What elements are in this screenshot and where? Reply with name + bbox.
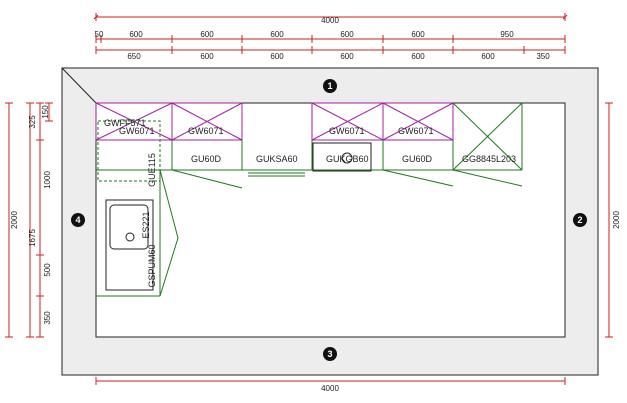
dim-top-r1-6: 600 (411, 30, 425, 39)
label-left-2: ES221 (141, 211, 151, 238)
hob-knob (341, 152, 353, 164)
svg-text:4: 4 (75, 215, 80, 225)
label-left-3: GSPUM60 (147, 244, 157, 287)
dim-top-r2-1: 650 (127, 52, 141, 61)
top-dimensions (93, 13, 568, 54)
label-wall-unit-3: GW6071 (188, 126, 224, 136)
label-wall-unit-4: GW6071 (329, 126, 365, 136)
label-base-3: GUKGB60 (326, 154, 369, 164)
svg-text:1: 1 (327, 81, 332, 91)
hob (312, 142, 372, 172)
dim-top-r2-3: 600 (270, 52, 284, 61)
dim-top-total: 4000 (321, 16, 339, 25)
dim-top-r2-6: 600 (481, 52, 495, 61)
label-left-1: GUE115 (147, 153, 157, 187)
dim-left-mid: 1675 (28, 229, 37, 247)
wall-marker-2: 2 (573, 213, 587, 227)
dim-left-inner-3: 500 (43, 263, 52, 277)
dim-bottom-total: 4000 (321, 384, 339, 393)
label-wall-unit-2: GW6071 (119, 126, 155, 136)
dim-top-r1-2: 600 (129, 30, 143, 39)
label-base-1: GU60D (191, 154, 222, 164)
sink-bowl (109, 204, 149, 250)
dim-top-r2-4: 600 (340, 52, 354, 61)
sink-drain (125, 232, 135, 242)
label-base-4: GU60D (402, 154, 433, 164)
dim-left-top-small: 150 (41, 105, 50, 119)
dim-top-r1-5: 600 (340, 30, 354, 39)
left-dimensions (5, 102, 53, 338)
label-base-5: GG8845L203 (462, 154, 516, 164)
dim-left-inner-2: 1000 (43, 171, 52, 189)
dim-left-outer: 2000 (10, 211, 19, 229)
label-wall-unit-5: GW6071 (398, 126, 434, 136)
wall-marker-3: 3 (323, 347, 337, 361)
dim-top-r2-7: 350 (536, 52, 550, 61)
dim-top-r2-2: 600 (200, 52, 214, 61)
dim-top-r1-7: 950 (500, 30, 514, 39)
room-floor (95, 102, 566, 338)
dim-top-r1-4: 600 (270, 30, 284, 39)
wall-unit-gwff571-outline (97, 120, 161, 182)
right-dimension (605, 102, 613, 338)
dim-top-r1-3: 600 (200, 30, 214, 39)
wall-units (95, 102, 454, 141)
dim-left-inner-1: 325 (28, 115, 37, 129)
sink (105, 199, 154, 291)
dim-top-r1-1: 50 (95, 30, 104, 39)
label-base-2: GUKSA60 (256, 154, 298, 164)
label-wall-unit-1: GWFF571 (104, 118, 146, 128)
wall-marker-1: 1 (323, 79, 337, 93)
svg-text:3: 3 (327, 349, 332, 359)
dim-top-r2-5: 600 (411, 52, 425, 61)
wall-corner (61, 67, 97, 104)
svg-text:2: 2 (577, 215, 582, 225)
bottom-dimension (95, 377, 566, 385)
dim-right: 2000 (612, 211, 621, 229)
dim-left-inner-4: 350 (43, 311, 52, 325)
wall-marker-4: 4 (71, 213, 85, 227)
